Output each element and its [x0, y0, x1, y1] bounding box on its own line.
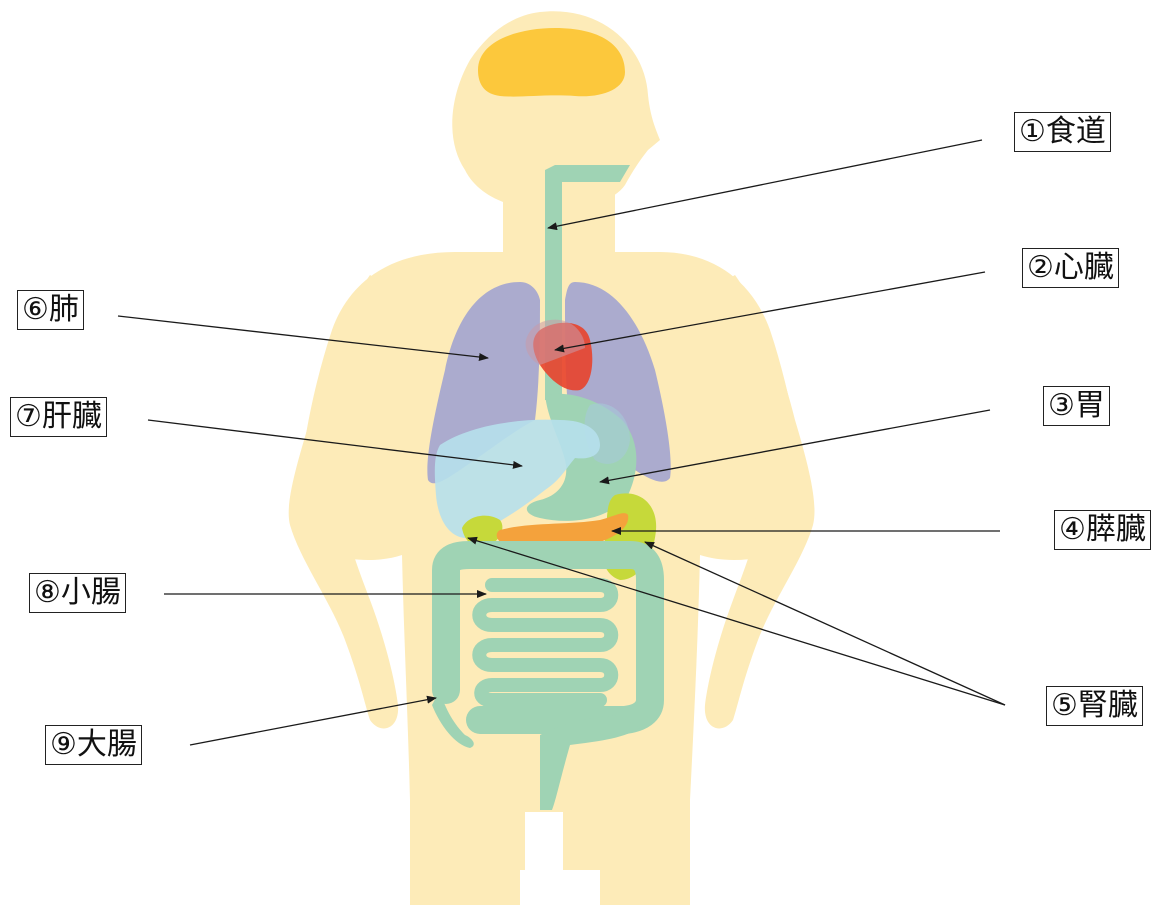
label-large-intestine: ⑨大腸 [45, 725, 142, 765]
small-intestine [479, 585, 611, 700]
label-small-intestine: ⑧小腸 [29, 573, 126, 613]
label-heart: ②心臓 [1022, 248, 1119, 288]
label-kidney: ⑤腎臓 [1046, 686, 1143, 726]
leg-gap [525, 812, 563, 908]
leader-kidney-right [645, 542, 1005, 705]
leader-large-intestine [190, 698, 436, 745]
label-liver: ⑦肝臓 [10, 397, 107, 437]
label-stomach: ③胃 [1043, 386, 1110, 426]
label-esophagus: ①食道 [1014, 112, 1111, 152]
label-lung: ⑥肺 [17, 290, 84, 330]
label-pancreas: ④膵臓 [1054, 510, 1151, 550]
